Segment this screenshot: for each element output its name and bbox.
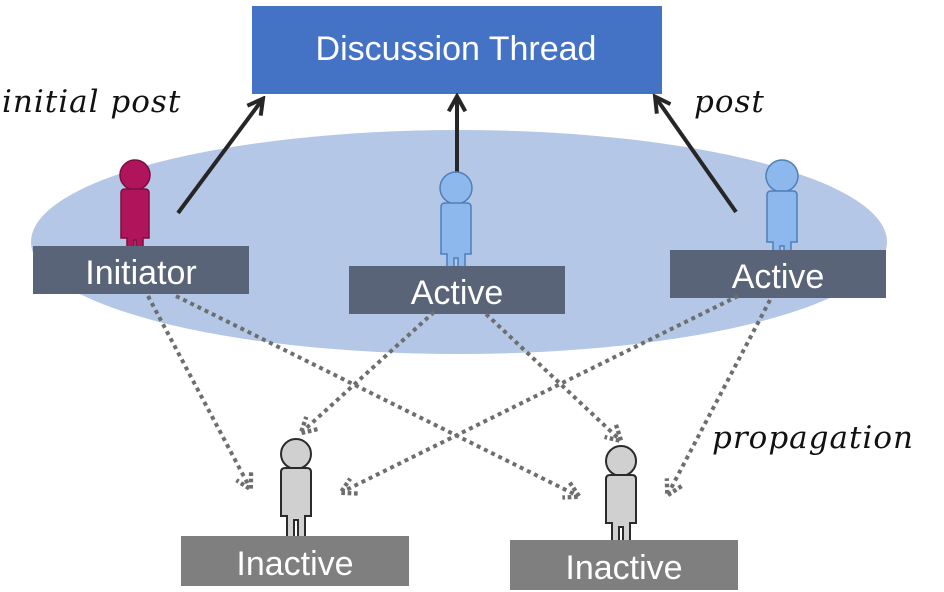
active-person-icon-center	[439, 171, 473, 283]
active-label-box-center	[349, 266, 565, 314]
active-label-center: Active	[411, 274, 504, 312]
discussion-thread-title: Discussion Thread	[316, 30, 597, 68]
active-label-right: Active	[732, 258, 825, 296]
propagation-arrows	[146, 294, 772, 496]
inactive-label-left: Inactive	[236, 545, 353, 583]
inactive-person-icon-left	[280, 438, 312, 545]
active-label-box-right	[670, 250, 886, 298]
dotted-arrow-active-center-to-inactive-right	[484, 312, 620, 440]
inactive-label-box-left	[181, 536, 409, 586]
inactive-label-right: Inactive	[565, 549, 682, 587]
active-person-icon-right	[765, 159, 799, 269]
initiator-person-icon	[119, 159, 151, 263]
dotted-arrow-initiator-to-inactive-right	[175, 294, 578, 496]
initial-post-annotation: initial post	[2, 84, 181, 120]
propagation-annotation: propagation	[712, 420, 914, 456]
initiator-label-box	[33, 246, 249, 294]
post-annotation: post	[694, 84, 765, 120]
inactive-label-box-right	[510, 540, 738, 590]
post-arrow-right	[656, 98, 738, 214]
initiator-label: Initiator	[85, 254, 197, 292]
discussion-thread-box	[252, 6, 662, 94]
dotted-arrow-active-center-to-inactive-left	[302, 310, 436, 432]
dotted-arrow-active-right-to-inactive-left	[342, 294, 739, 492]
initial-post-arrow	[176, 100, 262, 215]
inactive-person-icon-right	[605, 445, 637, 552]
